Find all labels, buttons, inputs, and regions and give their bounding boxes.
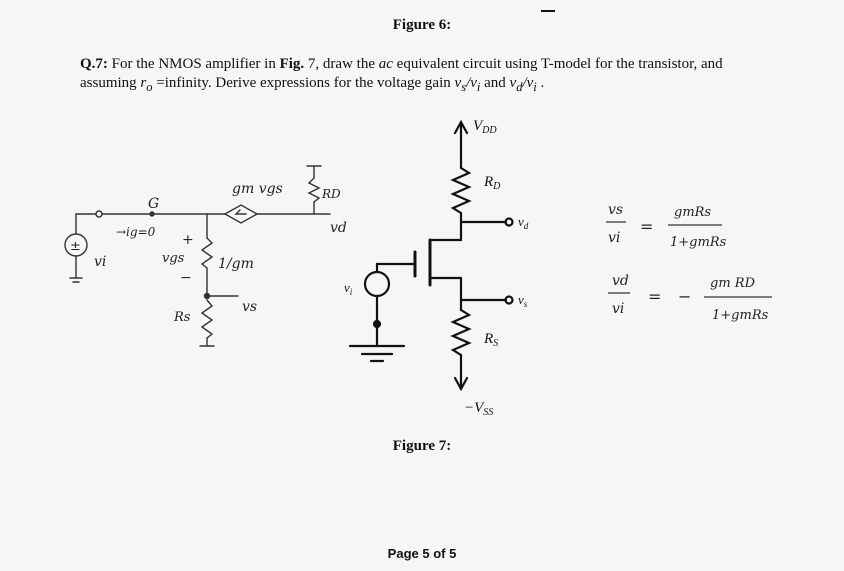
hw-vgs-plus: + bbox=[182, 232, 194, 248]
rs-label: RS bbox=[483, 331, 498, 349]
question-text-5: and bbox=[480, 75, 510, 91]
vd-terminal bbox=[504, 217, 514, 227]
vdd-arrow bbox=[453, 119, 469, 135]
eq2-lhs-num: vd bbox=[612, 273, 629, 289]
question-text-6: . bbox=[536, 75, 545, 91]
hw-vgs-minus: − bbox=[180, 270, 192, 286]
hw-gm-vgs: gm vgs bbox=[232, 181, 283, 197]
question-text-4: =infinity. Derive expressions for the vo… bbox=[152, 75, 455, 91]
hw-gate-terminal bbox=[95, 210, 103, 218]
question-gain2-den-sub: i bbox=[533, 80, 537, 94]
vdd-label: VDD bbox=[473, 118, 497, 136]
question-gain1-den-sub: i bbox=[476, 80, 481, 94]
question-number: Q.7: bbox=[80, 56, 108, 72]
hw-1gm-resistor bbox=[200, 237, 214, 269]
hw-vi-label: vi bbox=[94, 254, 106, 270]
rs-resistor bbox=[450, 308, 472, 357]
t-model-handwritten bbox=[64, 165, 331, 347]
eq2-equals: = bbox=[648, 287, 661, 306]
figure7-caption: Figure 7: bbox=[392, 438, 452, 454]
question-text-2: 7, draw the bbox=[304, 56, 379, 72]
page-footer: Page 5 of 5 bbox=[387, 546, 457, 561]
question-gain2-den: /v bbox=[522, 75, 534, 91]
question-text-1: For the NMOS amplifier in bbox=[111, 56, 280, 72]
question-gain2: v bbox=[509, 75, 517, 91]
question-gain2-sub: d bbox=[516, 80, 523, 94]
question-fig-ref: Fig. bbox=[279, 56, 305, 72]
eq2-negative: − bbox=[678, 287, 691, 306]
page-top-mark bbox=[541, 0, 555, 12]
eq2-num: gm RD bbox=[710, 276, 756, 291]
vss-label: −VSS bbox=[464, 400, 493, 418]
hw-ig-zero: →ig=0 bbox=[116, 225, 156, 239]
hw-vs-label: vs bbox=[242, 299, 257, 315]
vd-label: vd bbox=[518, 214, 529, 231]
hw-rd-resistor bbox=[307, 177, 321, 203]
question-ro: r bbox=[140, 75, 147, 91]
figure6-caption: Figure 6: bbox=[392, 17, 452, 33]
hw-dep-arrow bbox=[234, 209, 247, 215]
eq2-den: 1+gmRs bbox=[712, 308, 769, 323]
vi-source bbox=[363, 270, 391, 298]
eq1-num: gmRs bbox=[674, 205, 711, 220]
hw-one-over-gm: 1/gm bbox=[218, 256, 254, 272]
vs-terminal bbox=[504, 295, 514, 305]
hw-g-node bbox=[149, 211, 155, 217]
hw-source-sign: ± bbox=[70, 239, 81, 254]
hw-vgs: vgs bbox=[162, 251, 185, 266]
question-ac: ac bbox=[378, 56, 393, 72]
rd-label: RD bbox=[483, 174, 501, 192]
question-gain1: v bbox=[454, 75, 462, 91]
hw-equation-1: vs vi = gmRs 1+gmRs bbox=[606, 202, 727, 250]
vi-label: vi bbox=[344, 280, 353, 297]
eq1-lhs-den: vi bbox=[608, 230, 620, 246]
eq1-lhs-num: vs bbox=[608, 202, 623, 218]
question-gain1-den: /v bbox=[466, 75, 477, 91]
question-gain1-sub: s bbox=[461, 80, 467, 94]
hw-rs-label: Rs bbox=[173, 310, 191, 325]
question-text-3: equivalent circuit using T-model for the… bbox=[80, 56, 723, 91]
vs-label: vs bbox=[518, 292, 528, 309]
vss-arrow bbox=[453, 376, 469, 392]
question-ro-sub: o bbox=[146, 80, 153, 94]
hw-rd-label: RD bbox=[321, 187, 341, 201]
eq2-lhs-den: vi bbox=[612, 301, 624, 317]
eq1-equals: = bbox=[640, 217, 653, 236]
hw-g-label: G bbox=[148, 196, 159, 212]
nmos-amplifier-schematic bbox=[348, 119, 514, 392]
eq1-den: 1+gmRs bbox=[670, 235, 727, 250]
hw-vd-label: vd bbox=[330, 220, 347, 236]
rd-resistor bbox=[450, 166, 472, 215]
hw-equation-2: vd vi = − gm RD 1+gmRs bbox=[608, 273, 772, 323]
question-q7: Q.7: For the NMOS amplifier in Fig. 7, d… bbox=[80, 55, 770, 97]
hw-rs-resistor bbox=[200, 299, 214, 339]
